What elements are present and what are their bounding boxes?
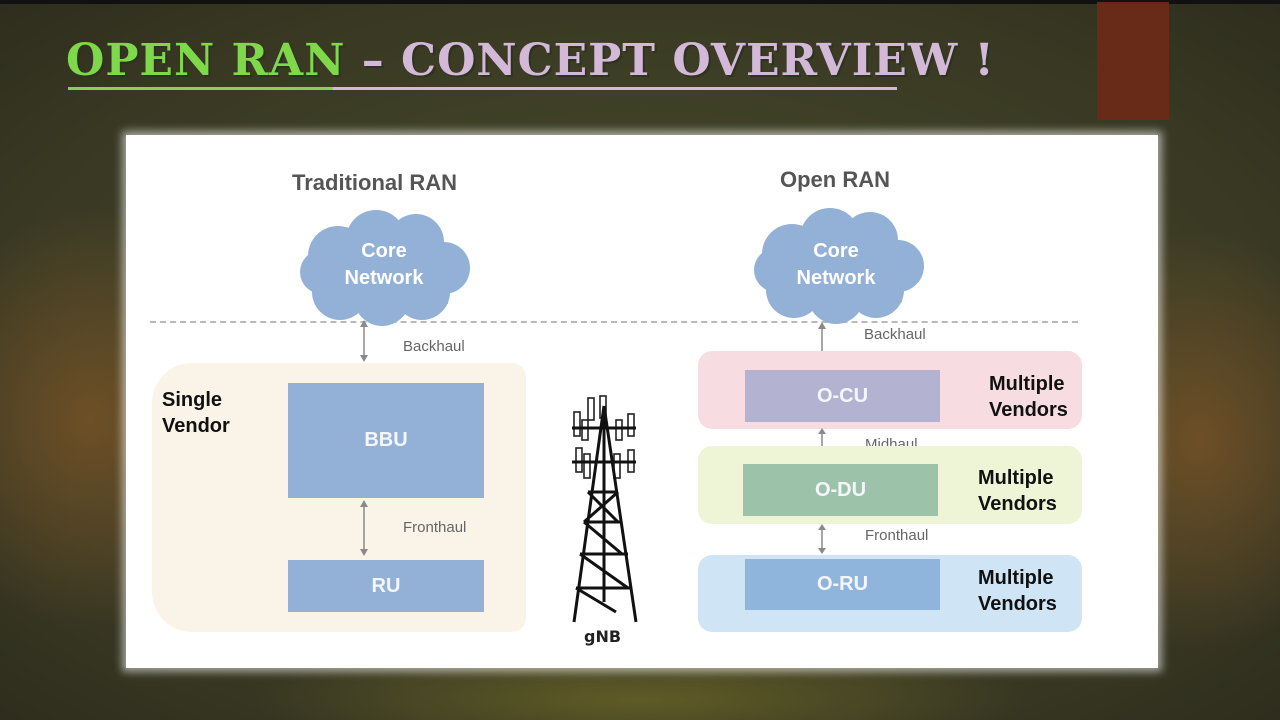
single-vendor-line2: Vendor: [162, 415, 230, 437]
cloud-label-line2: Network: [344, 267, 424, 289]
o-ru-vendor-label: Multiple Vendors: [978, 565, 1057, 617]
o-cu-box: O-CU: [745, 370, 940, 422]
ru-label: RU: [371, 574, 401, 597]
traditional-fronthaul-label: Fronthaul: [403, 519, 467, 536]
open-backhaul-label: Backhaul: [864, 326, 926, 343]
vendor-line2: Vendors: [978, 593, 1057, 615]
traditional-backhaul-label: Backhaul: [403, 338, 465, 355]
vendor-line2: Vendors: [978, 493, 1057, 515]
cloud-label-line2: Network: [796, 267, 876, 289]
cell-tower-icon: [572, 395, 638, 623]
o-du-vendor-label: Multiple Vendors: [978, 465, 1057, 517]
cloud-label-line1: Core: [361, 240, 407, 262]
title-underline: [68, 87, 897, 90]
top-strip: [0, 0, 1280, 4]
o-cu-vendor-label: Multiple Vendors: [989, 371, 1068, 423]
open-cloud-label: Core Network: [770, 238, 902, 292]
o-ru-label: O-RU: [816, 573, 869, 595]
title-open-ran: OPEN RAN: [66, 35, 346, 86]
open-fronthaul-label: Fronthaul: [865, 527, 929, 544]
traditional-core-network-cloud-icon: [300, 210, 470, 326]
o-du-box: O-DU: [743, 464, 938, 516]
vendor-line1: Multiple: [978, 567, 1054, 589]
o-ru-box: O-RU: [745, 559, 940, 610]
bbu-label: BBU: [364, 429, 408, 451]
traditional-ran-heading: Traditional RAN: [292, 170, 458, 195]
open-ran-heading: Open RAN: [780, 167, 890, 192]
vendor-line1: Multiple: [989, 373, 1065, 395]
ru-box: RU: [288, 560, 484, 612]
traditional-backhaul-arrow-icon: [360, 320, 368, 362]
single-vendor-line1: Single: [162, 389, 223, 411]
gnb-label: gNB: [584, 627, 622, 646]
single-vendor-label: Single Vendor: [162, 387, 230, 439]
open-core-network-cloud-icon: [754, 208, 924, 324]
open-fronthaul-arrow-icon: [818, 524, 826, 554]
slide-title: OPEN RAN – CONCEPT OVERVIEW !: [66, 30, 995, 92]
vendor-line2: Vendors: [989, 399, 1068, 421]
title-concept-overview: – CONCEPT OVERVIEW !: [345, 35, 995, 86]
bbu-box: BBU: [288, 383, 484, 498]
decorative-red-rectangle: [1097, 2, 1169, 120]
vendor-line1: Multiple: [978, 467, 1054, 489]
cloud-label-line1: Core: [813, 240, 859, 262]
network-boundary-dashed-line: [150, 321, 1078, 323]
traditional-cloud-label: Core Network: [318, 238, 450, 292]
o-du-label: O-DU: [814, 478, 867, 501]
traditional-fronthaul-arrow-icon: [360, 500, 368, 556]
o-cu-label: O-CU: [816, 384, 869, 407]
